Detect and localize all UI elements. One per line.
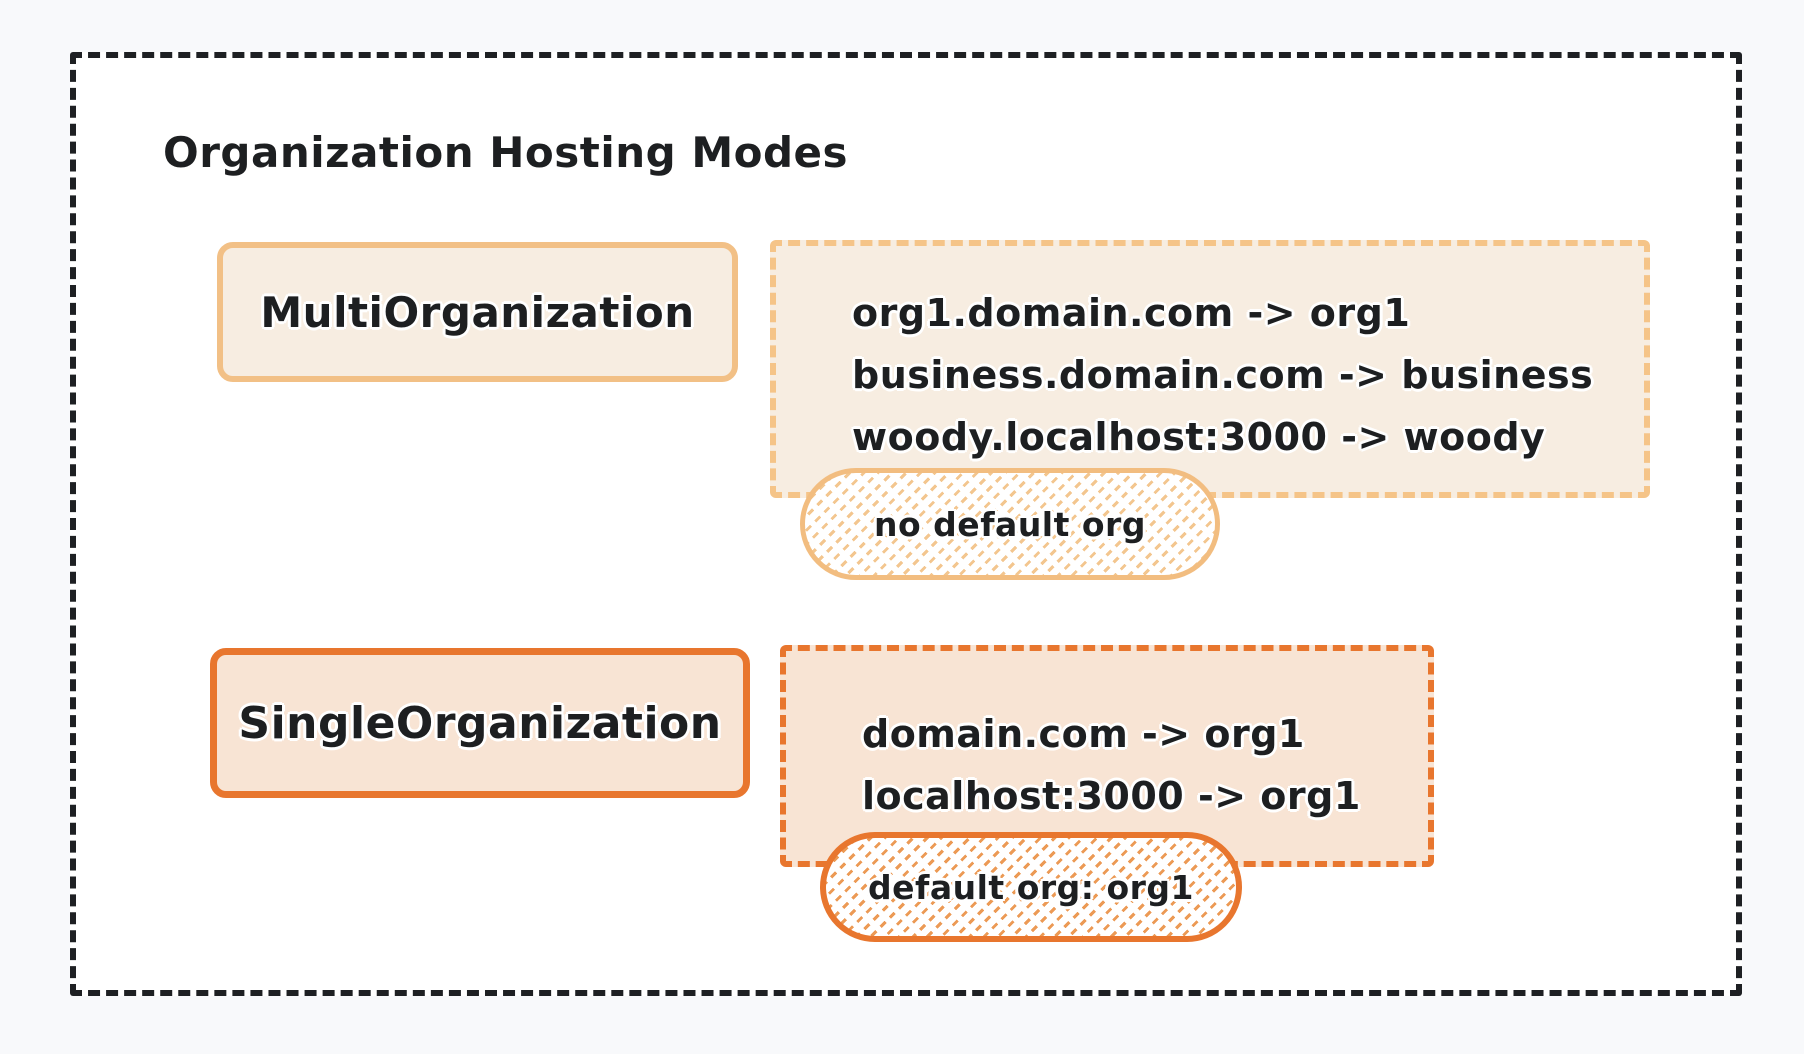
- no-default-org-badge: no default org: [800, 468, 1220, 580]
- multi-organization-node: MultiOrganization: [217, 242, 738, 382]
- no-default-org-badge-label: no default org: [874, 504, 1146, 544]
- single-organization-label: SingleOrganization: [238, 697, 722, 749]
- mapping-line: business.domain.com -> business: [852, 353, 1594, 397]
- single-organization-mappings-box: domain.com -> org1 localhost:3000 -> org…: [780, 645, 1434, 867]
- mapping-line: localhost:3000 -> org1: [862, 774, 1361, 818]
- default-org-badge: default org: org1: [820, 832, 1242, 942]
- mapping-line: domain.com -> org1: [862, 712, 1305, 756]
- default-org-badge-label: default org: org1: [868, 867, 1194, 907]
- single-organization-node: SingleOrganization: [210, 648, 750, 798]
- multi-organization-mappings-box: org1.domain.com -> org1 business.domain.…: [770, 240, 1650, 498]
- mapping-line: woody.localhost:3000 -> woody: [852, 415, 1546, 459]
- mapping-line: org1.domain.com -> org1: [852, 291, 1411, 335]
- diagram-title: Organization Hosting Modes: [163, 128, 849, 177]
- multi-organization-label: MultiOrganization: [260, 287, 695, 337]
